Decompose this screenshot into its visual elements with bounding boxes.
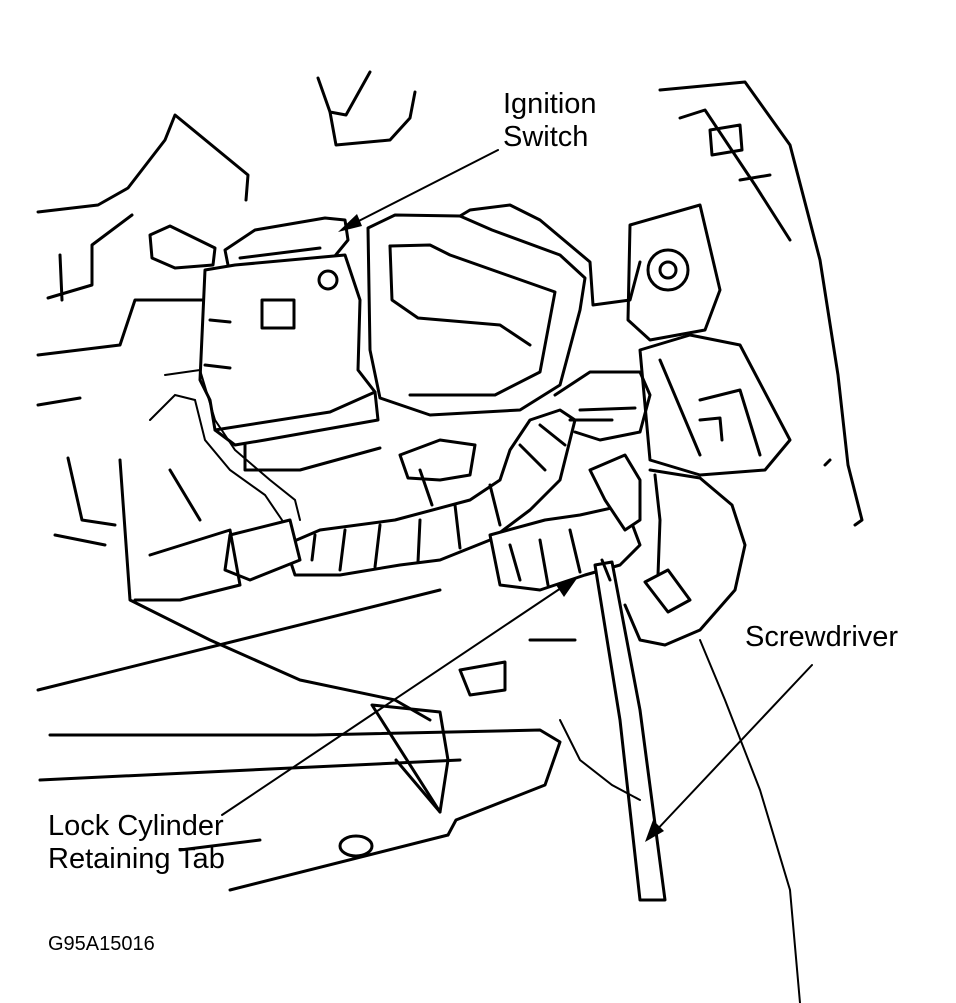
ignition-switch-label: Ignition Switch <box>503 88 597 153</box>
figure-code: G95A15016 <box>48 933 155 955</box>
lock-cylinder-housing <box>366 203 642 417</box>
screwdriver-label: Screwdriver <box>745 621 899 653</box>
ignition-switch <box>148 216 382 472</box>
switch-bracket <box>626 80 864 527</box>
leader-lines <box>221 149 813 842</box>
wiring-harness <box>133 368 652 602</box>
column-housing <box>36 458 577 892</box>
screwdriver <box>559 558 801 1003</box>
lock-cylinder-retaining-tab-label: Lock Cylinder Retaining Tab <box>48 810 225 875</box>
dash-panel <box>36 70 417 547</box>
